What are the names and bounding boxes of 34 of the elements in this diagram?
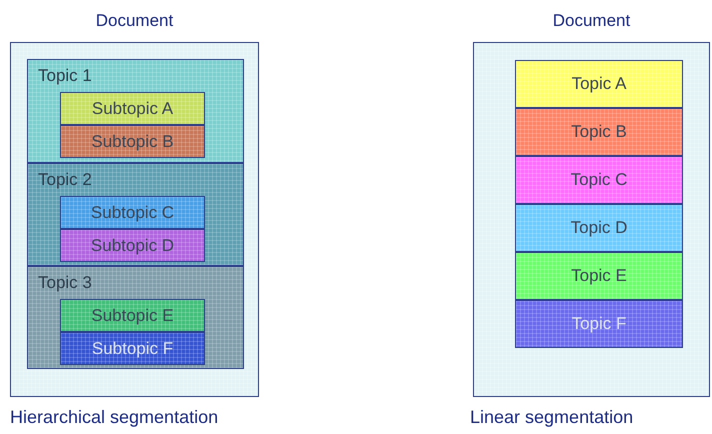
- topic-segment: [515, 204, 683, 252]
- topic-label: Topic A: [570, 74, 628, 94]
- topic-label: Topic C: [570, 170, 628, 190]
- caption: Linear segmentation: [470, 407, 634, 428]
- subtopic-box: [60, 229, 205, 262]
- caption: Hierarchical segmentation: [10, 407, 218, 428]
- topic-segment: [515, 108, 683, 156]
- subtopic-box: [60, 299, 205, 332]
- subtopic-label: Subtopic C: [90, 202, 176, 222]
- topic-box: [27, 163, 244, 266]
- subtopic-label: Subtopic D: [90, 236, 176, 256]
- topic-segment: [515, 300, 683, 348]
- subtopic-label: Subtopic A: [90, 98, 174, 118]
- topic-label: Topic E: [570, 266, 628, 286]
- document-heading: Document: [552, 11, 632, 31]
- topic-box: [27, 266, 244, 369]
- subtopic-label: Subtopic B: [90, 132, 175, 152]
- document-heading: Document: [94, 11, 174, 31]
- topic-label: Topic 2: [38, 170, 92, 190]
- topic-label: Topic D: [570, 218, 628, 238]
- subtopic-label: Subtopic E: [90, 306, 175, 326]
- topic-label: Topic F: [570, 314, 628, 334]
- topic-label: Topic 3: [38, 273, 92, 293]
- subtopic-box: [60, 196, 205, 229]
- topic-segment: [515, 156, 683, 204]
- subtopic-box: [60, 332, 205, 365]
- topic-box: [27, 59, 244, 163]
- subtopic-box: [60, 92, 205, 125]
- subtopic-label: Subtopic F: [90, 338, 174, 358]
- topic-label: Topic B: [570, 122, 628, 142]
- topic-segment: [515, 60, 683, 108]
- topic-segment: [515, 252, 683, 300]
- topic-label: Topic 1: [38, 66, 92, 86]
- subtopic-box: [60, 125, 205, 158]
